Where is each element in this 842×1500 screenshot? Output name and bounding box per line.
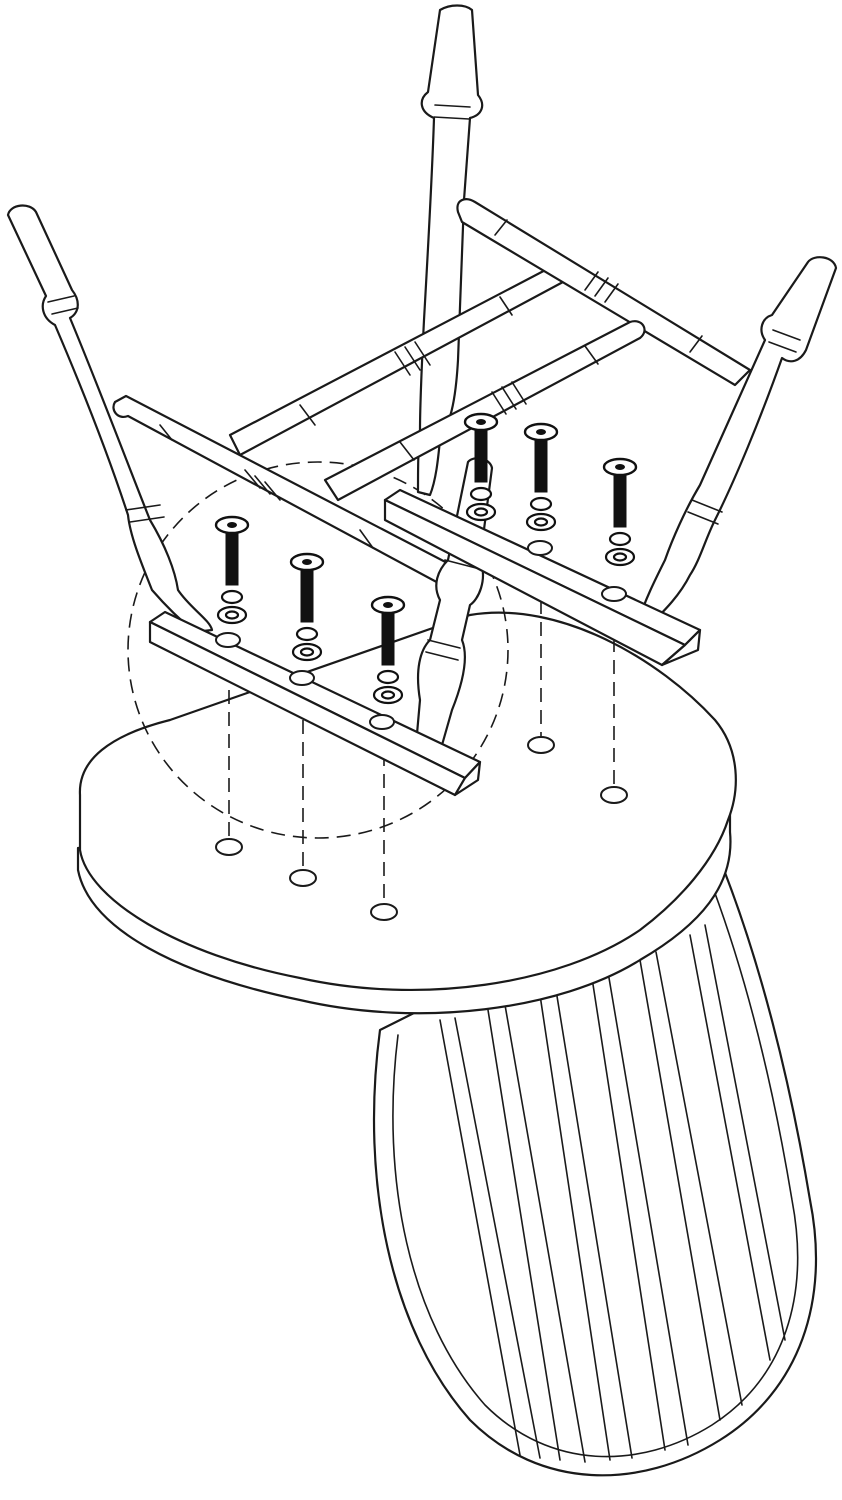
seat-hole-1	[215, 838, 243, 856]
cleat-back	[383, 488, 702, 667]
washer-icon	[220, 589, 244, 605]
washer-icon	[529, 496, 553, 512]
washer-hole-icon	[533, 517, 549, 527]
detail-callout-circle	[127, 461, 509, 839]
chair-seat	[76, 611, 737, 1015]
backrest-spindles	[439, 924, 786, 1463]
leg-right	[636, 256, 838, 627]
cleat-front	[148, 610, 482, 797]
washer-hole-icon	[299, 647, 315, 657]
washer-icon	[608, 531, 632, 547]
seat-hole-3	[370, 903, 398, 921]
bolt-icon	[523, 422, 559, 493]
washer-hole-icon	[612, 552, 628, 562]
washer-icon	[469, 486, 493, 502]
chair-backrest	[372, 858, 818, 1477]
washer-hole-icon	[473, 507, 489, 517]
bolt-set	[214, 412, 638, 705]
bolt-icon	[214, 515, 250, 586]
seat-hole-4	[527, 736, 555, 754]
washer-icon	[376, 669, 400, 685]
seat-hole-2	[289, 869, 317, 887]
leg-left	[6, 204, 214, 634]
bolt-icon	[289, 552, 325, 623]
cleat-holes	[215, 540, 627, 730]
stretchers	[112, 198, 752, 602]
leg-back-top	[416, 4, 484, 497]
washer-icon	[295, 626, 319, 642]
bolt-icon	[370, 595, 406, 666]
washer-hole-icon	[380, 690, 396, 700]
seat-hole-5	[600, 786, 628, 804]
bolt-icon	[602, 457, 638, 528]
bolt-icon	[463, 412, 499, 483]
washer-hole-icon	[224, 610, 240, 620]
